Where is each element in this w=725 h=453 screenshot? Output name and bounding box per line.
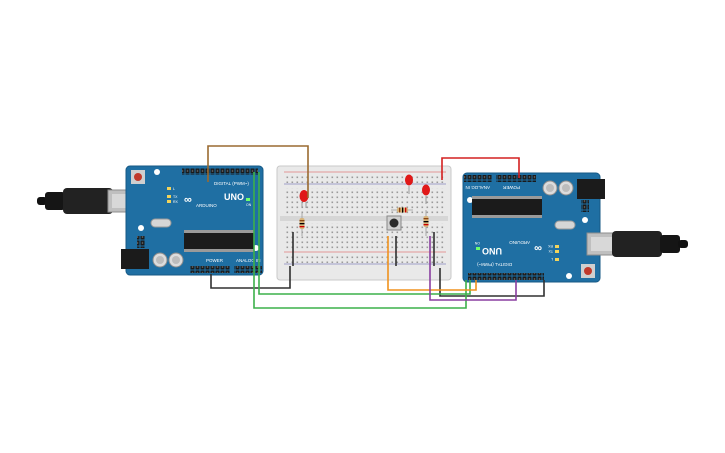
right-analog-header[interactable] — [464, 175, 492, 182]
right-digital-label: DIGITAL (PWM~) — [477, 262, 512, 267]
left-on-label: ON — [246, 203, 252, 207]
pushbutton[interactable] — [386, 215, 402, 231]
left-analog-label: ANALOG IN — [236, 258, 261, 263]
right-power-label: POWER — [502, 185, 520, 190]
right-tx-label: TX — [548, 249, 553, 253]
left-brand-label: ARDUINO — [196, 203, 217, 208]
wire-black-left[interactable] — [210, 266, 291, 289]
left-digital-header[interactable] — [182, 168, 258, 175]
right-model-label: UNO — [482, 246, 502, 256]
breadboard[interactable] — [276, 165, 452, 281]
right-on-led-icon — [476, 247, 480, 250]
right-rx-label: RX — [547, 244, 553, 248]
left-rx-label: RX — [173, 200, 179, 204]
led-right[interactable] — [422, 184, 430, 205]
wire-black-right[interactable] — [439, 268, 545, 297]
left-infinity-logo-icon: ∞ — [184, 194, 192, 206]
left-tx-label: TX — [173, 195, 178, 199]
left-l-led-icon — [167, 187, 171, 190]
right-tx-led-icon — [555, 250, 559, 253]
right-digital-header[interactable] — [468, 273, 544, 280]
left-tx-led-icon — [167, 195, 171, 198]
wire-brown[interactable] — [207, 145, 309, 198]
resistor-center[interactable] — [391, 207, 413, 213]
led-center[interactable] — [405, 174, 413, 195]
right-rx-led-icon — [555, 245, 559, 248]
right-l-led-icon — [555, 258, 559, 261]
left-power-label: POWER — [206, 258, 224, 263]
right-on-label: ON — [474, 241, 480, 245]
left-digital-label: DIGITAL (PWM~) — [214, 181, 249, 186]
left-arduino-board[interactable]: DIGITAL (PWM~) ∞ UNO ARDUINO TX RX L ON … — [121, 165, 264, 276]
right-infinity-logo-icon: ∞ — [534, 242, 542, 254]
resistor-right[interactable] — [423, 210, 429, 236]
right-usb-cable[interactable] — [586, 231, 688, 257]
right-analog-label: ANALOG IN — [465, 185, 490, 190]
wire-green-inner[interactable] — [258, 172, 471, 295]
right-l-label: L — [551, 257, 553, 261]
left-model-label: UNO — [224, 192, 244, 202]
left-atmega-chip — [184, 232, 254, 250]
left-usb-cable[interactable] — [37, 188, 139, 214]
breadboard-lower-strip[interactable] — [285, 223, 445, 249]
right-brand-label: ARDUINO — [509, 240, 530, 245]
wire-purple[interactable] — [429, 236, 517, 301]
left-analog-header[interactable] — [234, 266, 262, 273]
wire-orange[interactable] — [387, 236, 477, 291]
left-power-jack[interactable] — [121, 249, 149, 269]
right-power-header[interactable] — [496, 175, 536, 182]
left-l-label: L — [173, 187, 175, 191]
breadboard-upper-strip[interactable] — [285, 188, 445, 214]
left-rx-led-icon — [167, 200, 171, 203]
resistor-left[interactable] — [299, 212, 305, 236]
breadboard-bottom-rail[interactable] — [285, 254, 445, 263]
right-power-jack[interactable] — [577, 179, 605, 199]
left-power-header[interactable] — [190, 266, 230, 273]
wire-red[interactable] — [441, 157, 520, 180]
breadboard-top-rail[interactable] — [285, 174, 445, 183]
led-left[interactable] — [299, 190, 309, 208]
left-on-led-icon — [246, 198, 250, 201]
right-atmega-chip — [472, 198, 542, 216]
right-arduino-board[interactable]: DIGITAL (PWM~) ∞ UNO ARDUINO TX RX L ON … — [462, 172, 605, 283]
